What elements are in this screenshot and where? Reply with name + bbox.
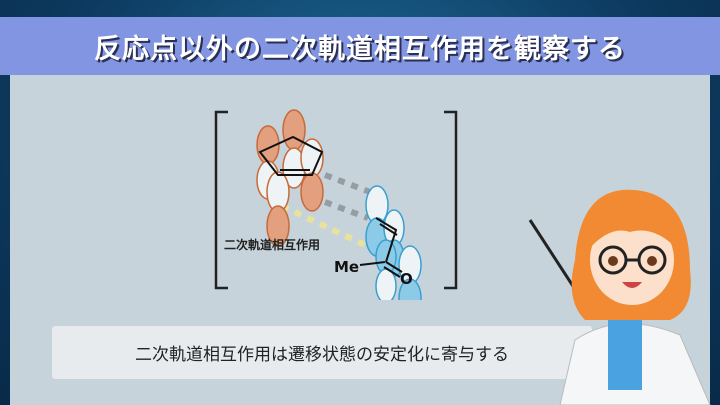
bangs [588,205,678,250]
title-banner: 反応点以外の二次軌道相互作用を観察する [0,17,720,75]
glasses-icon [598,245,667,275]
shirt [608,320,642,390]
page-title: 反応点以外の二次軌道相互作用を観察する [94,33,626,65]
mouth [622,282,642,288]
cyclopentadiene-ring [258,135,324,176]
teacher-illustration [528,189,711,405]
diene-orbitals [256,109,324,247]
secondary-interaction-line [280,203,367,248]
secondary-interaction-label: 二次軌道相互作用 [224,238,321,252]
caption-text: 二次軌道相互作用は遷移状態の安定化に寄与する [135,345,509,365]
dienophile-orbitals [365,185,422,300]
oxygen-label: O [400,270,413,288]
caption-box: 二次軌道相互作用は遷移状態の安定化に寄与する [52,326,592,379]
dienophile-bonds [359,217,403,278]
primary-interaction-lines [323,172,372,221]
left-bracket [214,110,228,290]
right-bracket [444,110,458,290]
transition-state-diagram: Me O [214,109,458,300]
methyl-label: Me [334,258,359,276]
